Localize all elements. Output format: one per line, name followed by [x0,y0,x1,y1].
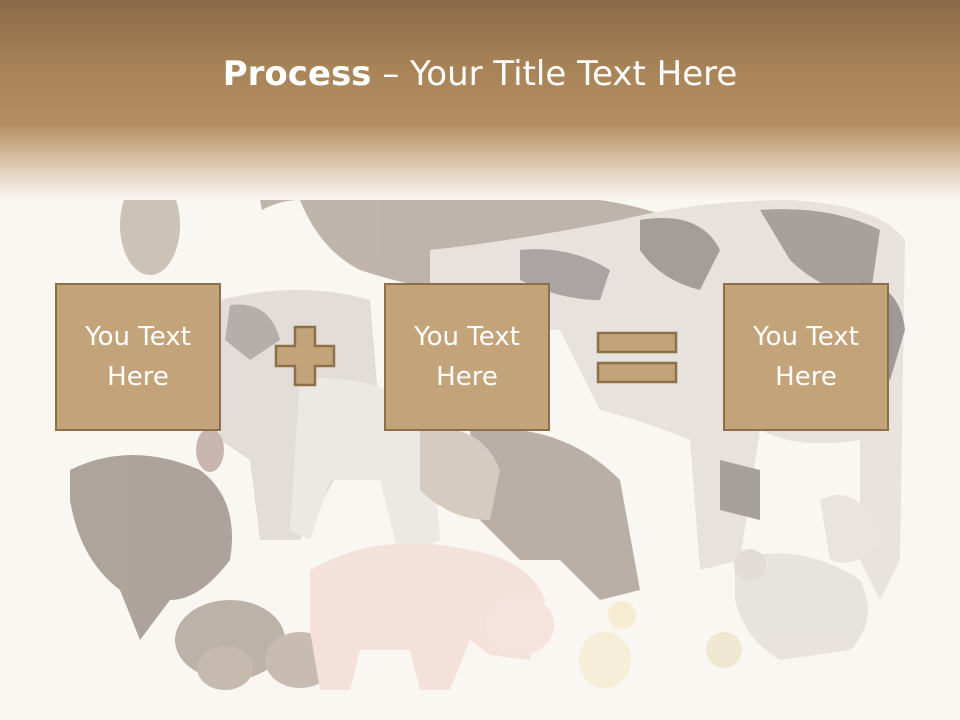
process-box-3[interactable]: You Text Here [723,283,889,431]
process-box-1[interactable]: You Text Here [55,283,221,431]
process-box-2-text: You Text Here [414,322,520,392]
plus-icon [274,325,336,387]
slide-title: Process – Your Title Text Here [0,52,960,96]
title-rest: – Your Title Text Here [371,54,738,94]
title-bold: Process [222,54,372,94]
process-box-3-text: You Text Here [753,322,859,392]
equals-icon [596,331,678,384]
process-box-1-text: You Text Here [85,322,191,392]
title-header-band [0,0,960,200]
process-box-2[interactable]: You Text Here [384,283,550,431]
